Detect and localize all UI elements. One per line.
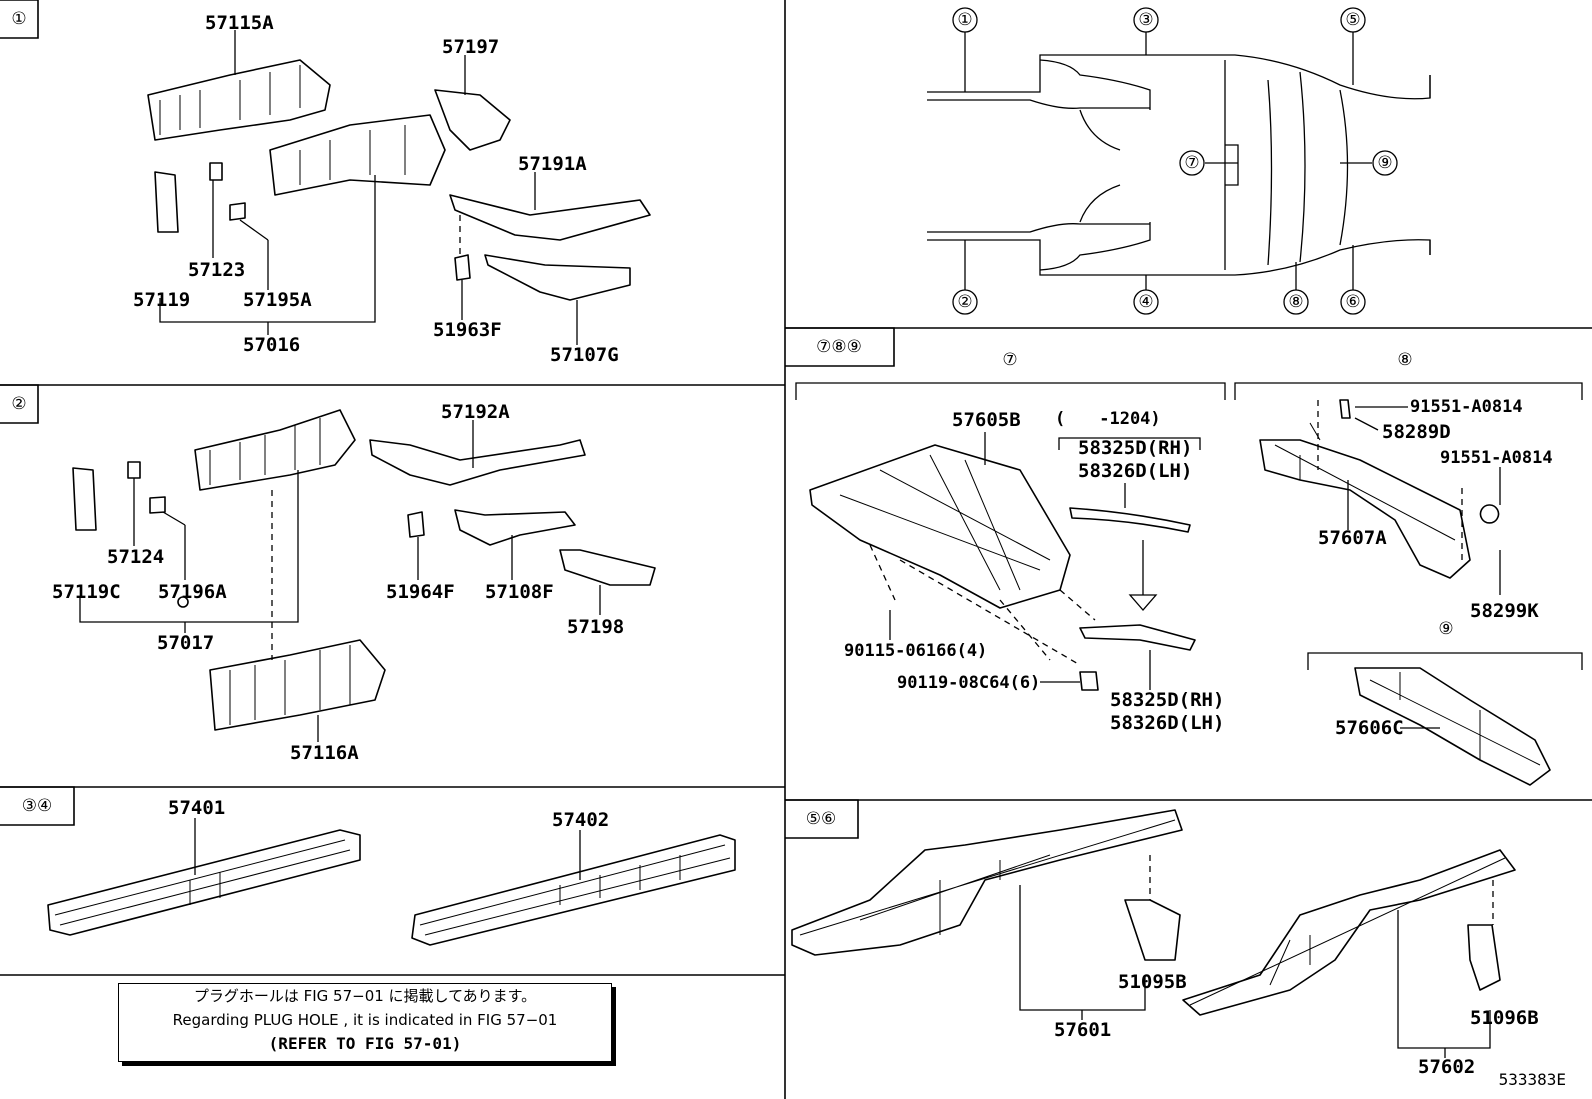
part-90115-06166: 90115-06166(4): [844, 641, 987, 661]
part-57108F: 57108F: [485, 581, 554, 603]
part-57192A: 57192A: [441, 401, 510, 423]
note-english: Regarding PLUG HOLE , it is indicated in…: [172, 1011, 558, 1029]
part-51963F: 51963F: [433, 319, 502, 341]
part-58326D-LH-top: 58326D(LH): [1078, 460, 1192, 482]
svg-text:①: ①: [11, 9, 26, 29]
part-57198: 57198: [567, 616, 624, 638]
part-51096B: 51096B: [1470, 1007, 1539, 1029]
illustration-code: 533383E: [1498, 1070, 1566, 1089]
plug-hole-note: プラグホールは FIG 57−01 に掲載してあります。 Regarding P…: [118, 983, 612, 1062]
section-9-drawing: [1307, 652, 1583, 786]
frame-key-map: ① ② ③ ④ ⑤ ⑥ ⑦ ⑧ ⑨: [927, 7, 1431, 315]
part-58326D-LH-bottom: 58326D(LH): [1110, 712, 1224, 734]
part-57607A: 57607A: [1318, 527, 1387, 549]
svg-text:⑧: ⑧: [1288, 292, 1303, 312]
section-8-drawing: [1234, 382, 1583, 595]
part-57107G: 57107G: [550, 344, 619, 366]
part-57124: 57124: [107, 546, 164, 568]
svg-text:⑧: ⑧: [1397, 350, 1412, 370]
svg-text:⑦: ⑦: [1002, 350, 1017, 370]
part-57123: 57123: [188, 259, 245, 281]
section-8-labels: ⑧ 91551-A0814 58289D 91551-A0814 57607A …: [1318, 350, 1553, 622]
part-91551-A0814-top: 91551-A0814: [1410, 397, 1523, 417]
svg-text:②: ②: [11, 394, 26, 414]
part-57119: 57119: [133, 289, 190, 311]
svg-text:⑤: ⑤: [1345, 10, 1360, 30]
part-57119C: 57119C: [52, 581, 121, 603]
note-japanese: プラグホールは FIG 57−01 に掲載してあります。: [193, 987, 537, 1005]
section-789-tab: ⑦⑧⑨: [785, 327, 895, 367]
section-2-drawing: [72, 409, 656, 742]
section-7-drawing: [177, 382, 1226, 691]
section-1-labels: 57115A 57197 57191A 57123 57195A 57119 5…: [133, 12, 619, 366]
section-9-labels: ⑨ 57606C: [1335, 619, 1454, 739]
section-2-labels: 57192A 57124 57196A 57119C 57017 51964F …: [52, 401, 624, 764]
section-2-tab: ②: [0, 384, 39, 424]
note-reference: (REFER TO FIG 57-01): [268, 1034, 462, 1053]
svg-text:④: ④: [1138, 292, 1153, 312]
part-57016: 57016: [243, 334, 300, 356]
part-57191A: 57191A: [518, 153, 587, 175]
part-57196A: 57196A: [158, 581, 227, 603]
part-58325D-RH-top: 58325D(RH): [1078, 437, 1192, 459]
svg-text:③: ③: [1138, 10, 1153, 30]
section-7-labels: ⑦ 57605B ( -1204) 58325D(RH) 58326D(LH) …: [844, 350, 1224, 734]
svg-text:③④: ③④: [22, 796, 52, 816]
svg-text:⑨: ⑨: [1377, 153, 1392, 173]
part-57601: 57601: [1054, 1019, 1111, 1041]
part-57116A: 57116A: [290, 742, 359, 764]
part-58325D-RH-bottom: 58325D(RH): [1110, 689, 1224, 711]
part-57401: 57401: [168, 797, 225, 819]
part-58299K: 58299K: [1470, 600, 1539, 622]
part-57402: 57402: [552, 809, 609, 831]
part-90119-08C64: 90119-08C64(6): [897, 673, 1040, 693]
date-range: ( -1204): [1055, 409, 1161, 429]
section-34-labels: 57401 57402: [168, 797, 609, 831]
part-57605B: 57605B: [952, 409, 1021, 431]
part-51964F: 51964F: [386, 581, 455, 603]
section-34-tab: ③④: [0, 786, 75, 826]
svg-text:⑤⑥: ⑤⑥: [806, 809, 836, 829]
svg-text:⑦⑧⑨: ⑦⑧⑨: [816, 337, 862, 357]
section-56-drawing: [791, 809, 1516, 1058]
section-56-tab: ⑤⑥: [785, 799, 859, 839]
svg-text:⑦: ⑦: [1184, 153, 1199, 173]
part-57606C: 57606C: [1335, 717, 1404, 739]
svg-text:①: ①: [957, 10, 972, 30]
part-58289D: 58289D: [1382, 421, 1451, 443]
section-34-drawing: [47, 818, 736, 946]
part-57115A: 57115A: [205, 12, 274, 34]
part-57197: 57197: [442, 36, 499, 58]
section-1-tab: ①: [0, 0, 39, 39]
part-57602: 57602: [1418, 1056, 1475, 1078]
svg-text:⑨: ⑨: [1438, 619, 1453, 639]
section-56-labels: 51095B 57601 51096B 57602: [1054, 971, 1539, 1078]
part-51095B: 51095B: [1118, 971, 1187, 993]
part-57017: 57017: [157, 632, 214, 654]
part-57195A: 57195A: [243, 289, 312, 311]
svg-text:②: ②: [957, 292, 972, 312]
section-1-drawing: [147, 30, 651, 345]
part-91551-A0814-bottom: 91551-A0814: [1440, 448, 1553, 468]
svg-text:⑥: ⑥: [1345, 292, 1360, 312]
